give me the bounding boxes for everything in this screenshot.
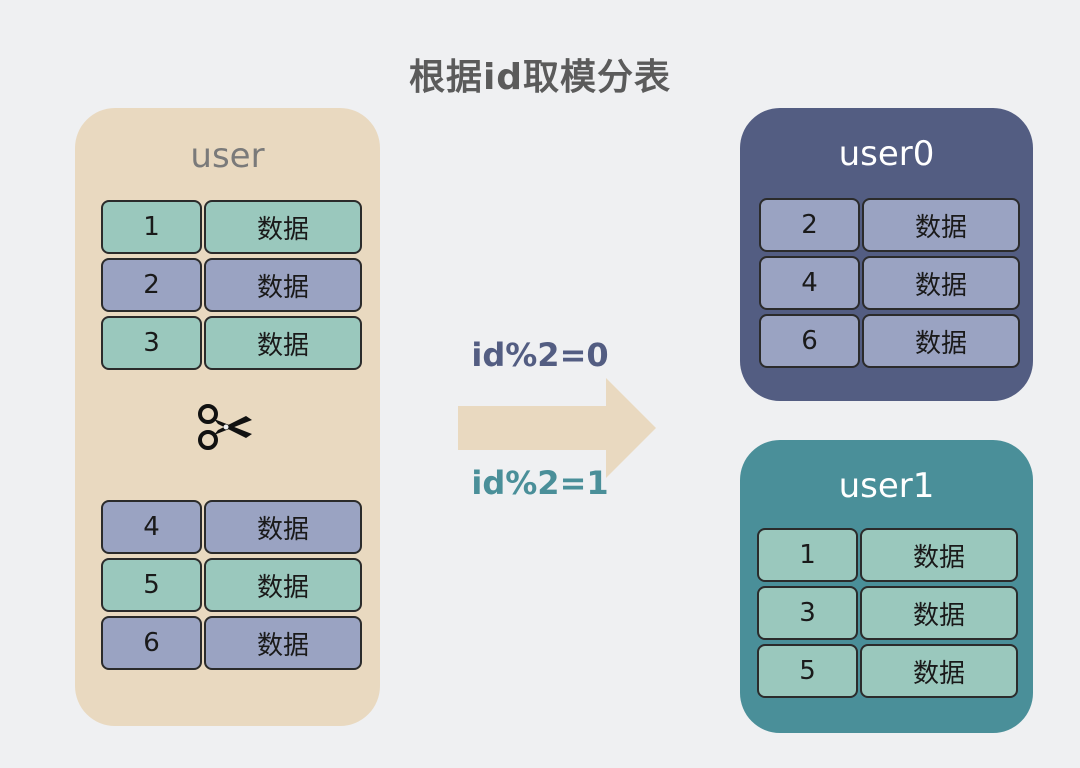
row-id-cell: 6 — [101, 616, 202, 670]
row-id-cell: 5 — [757, 644, 858, 698]
row-data-cell: 数据 — [860, 586, 1018, 640]
row-id-cell: 6 — [759, 314, 860, 368]
label-even: id%2=0 — [471, 336, 609, 374]
row-data-cell: 数据 — [204, 558, 362, 612]
row-id-cell: 2 — [759, 198, 860, 252]
row-id-cell: 4 — [101, 500, 202, 554]
row-data-cell: 数据 — [862, 314, 1020, 368]
row-data-cell: 数据 — [860, 528, 1018, 582]
row-data-cell: 数据 — [862, 256, 1020, 310]
label-odd: id%2=1 — [471, 464, 609, 502]
source-table-name: user — [190, 136, 265, 176]
row-id-cell: 3 — [757, 586, 858, 640]
row-data-cell: 数据 — [860, 644, 1018, 698]
scissors-icon — [198, 404, 252, 450]
row-data-cell: 数据 — [204, 500, 362, 554]
row-data-cell: 数据 — [862, 198, 1020, 252]
row-id-cell: 2 — [101, 258, 202, 312]
row-data-cell: 数据 — [204, 258, 362, 312]
diagram-title: 根据id取模分表 — [408, 57, 672, 98]
split-arrow — [458, 378, 656, 478]
row-id-cell: 4 — [759, 256, 860, 310]
row-data-cell: 数据 — [204, 316, 362, 370]
row-data-cell: 数据 — [204, 616, 362, 670]
row-id-cell: 1 — [101, 200, 202, 254]
row-id-cell: 3 — [101, 316, 202, 370]
row-id-cell: 5 — [101, 558, 202, 612]
target-table-name: user0 — [838, 134, 935, 174]
row-data-cell: 数据 — [204, 200, 362, 254]
row-id-cell: 1 — [757, 528, 858, 582]
target-table-name: user1 — [838, 466, 935, 506]
